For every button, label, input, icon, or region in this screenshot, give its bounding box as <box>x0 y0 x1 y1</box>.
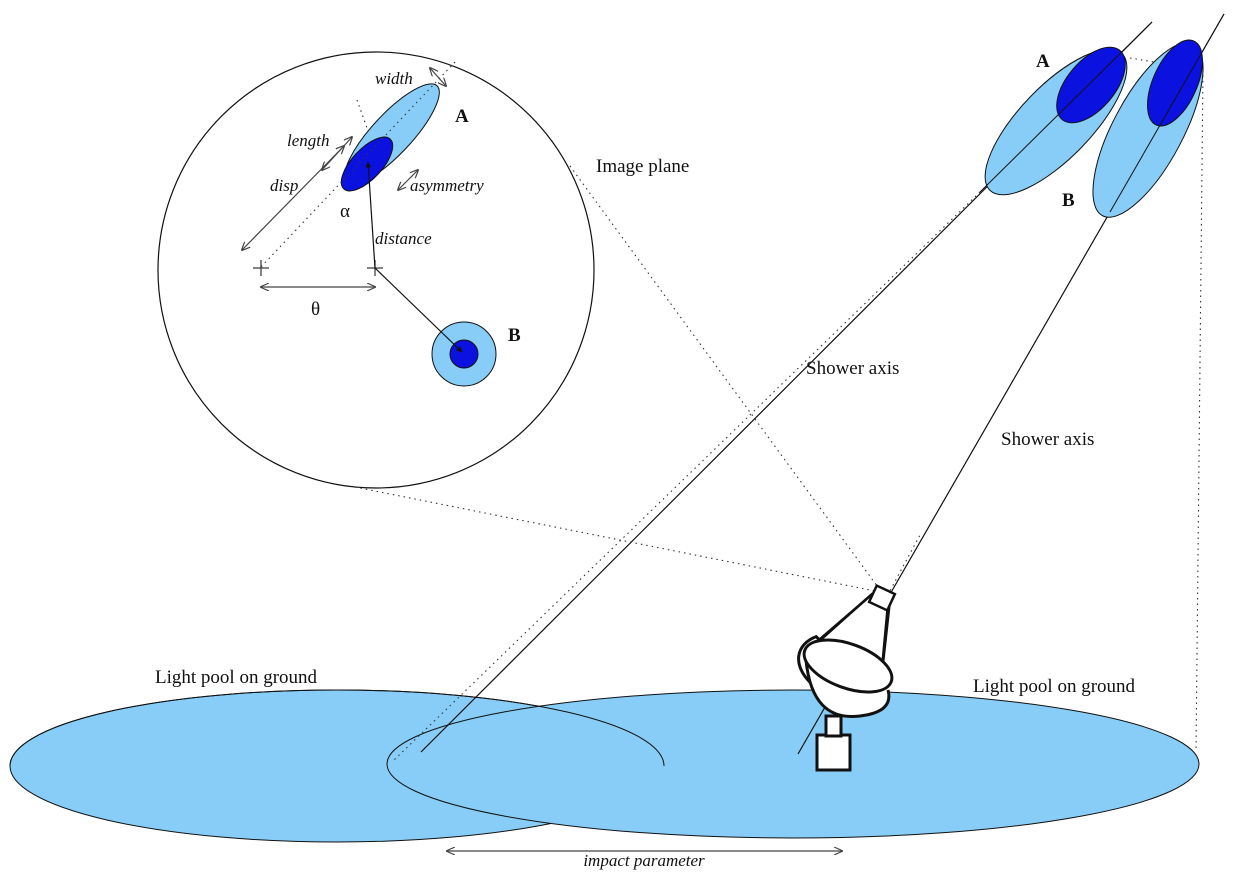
sky-shower-a-label: A <box>1036 51 1050 72</box>
shower-axis-b-label: Shower axis <box>1001 429 1094 450</box>
disp-arrow <box>242 146 344 250</box>
telescope-mount <box>815 733 852 772</box>
source-position-marker <box>253 260 269 276</box>
light-pools <box>9 689 1200 843</box>
asymmetry-arrow <box>398 170 418 190</box>
sky-shower-b <box>1092 39 1204 218</box>
image-plane-circle <box>157 51 595 489</box>
sky-shower-b-core <box>1147 39 1203 127</box>
camera-image-b-label: B <box>508 325 521 346</box>
sky-shower-a <box>984 46 1128 196</box>
sky-shower-a-core <box>1056 46 1126 124</box>
distance-label: distance <box>375 229 432 248</box>
camera-image-plane: width length disp asymmetry distance α θ… <box>157 51 595 489</box>
telescope-icon <box>797 583 897 772</box>
sky-shower-b-label: B <box>1062 190 1075 211</box>
image-plane-label: Image plane <box>596 156 689 177</box>
distance-b-arrow <box>374 267 463 353</box>
light-pool-right-label: Light pool on ground <box>973 676 1136 697</box>
light-pool-left-edge <box>9 689 665 767</box>
theta-label: θ <box>311 299 320 320</box>
length-label: length <box>287 131 330 150</box>
light-pool-left-label: Light pool on ground <box>155 667 318 688</box>
disp-label: disp <box>270 176 298 195</box>
alpha-label: α <box>340 201 350 222</box>
width-arrow <box>430 68 446 86</box>
light-pool-right <box>386 689 1200 839</box>
distance-arrow <box>365 161 376 269</box>
camera-image-a-label: A <box>455 106 469 127</box>
impact-parameter-label: impact parameter <box>583 851 705 870</box>
telescope-camera <box>867 583 897 613</box>
width-label: width <box>375 69 413 88</box>
shower-axis-a-label: Shower axis <box>806 358 899 379</box>
asymmetry-label: asymmetry <box>410 176 484 195</box>
